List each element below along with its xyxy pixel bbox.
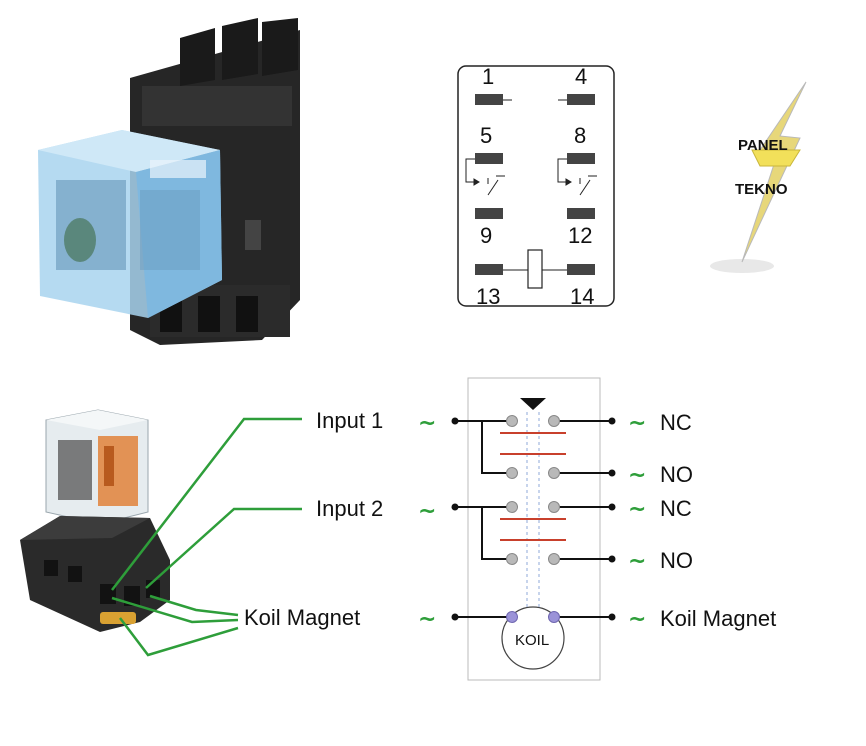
panel-tekno-logo: PANEL TEKNO: [710, 81, 807, 273]
no2-tilde: ~: [628, 549, 646, 574]
pin-13-label: 13: [476, 284, 500, 309]
pinout-diagram: 1 4 5 8 9 12: [457, 64, 615, 309]
pin-9-label: 9: [480, 223, 492, 248]
no1-tilde: ~: [628, 463, 646, 488]
pin-5-terminal: [475, 153, 503, 164]
pin-14-terminal: [567, 264, 595, 275]
koil-left-tilde: ~: [418, 607, 436, 632]
armature-arrow: [520, 398, 546, 410]
pin-14-label: 14: [570, 284, 594, 309]
input-2-tilde: ~: [418, 499, 436, 524]
pin-12-terminal: [567, 208, 595, 219]
koil-magnet-right-label: Koil Magnet: [660, 606, 776, 631]
logo-text-tekno: TEKNO: [735, 181, 788, 198]
pin-8-label: 8: [574, 123, 586, 148]
koil-right-tilde: ~: [628, 607, 646, 632]
pin-4-terminal: [567, 94, 595, 105]
pin-1-terminal: [475, 94, 503, 105]
switch-left-symbol: [465, 158, 505, 196]
input-1-tilde: ~: [418, 411, 436, 436]
no-1-label: NO: [660, 462, 693, 487]
nc1-tilde: ~: [628, 411, 646, 436]
switch-right-symbol: [557, 158, 597, 196]
pin-1-label: 1: [482, 64, 494, 89]
relay-on-din-socket-photo: [38, 18, 300, 345]
no-2-label: NO: [660, 548, 693, 573]
pin-9-terminal: [475, 208, 503, 219]
koil-magnet-left-label: Koil Magnet: [244, 605, 360, 630]
nc2-tilde: ~: [628, 497, 646, 522]
coil-label: KOIL: [515, 632, 549, 649]
coil-circle: [501, 606, 565, 670]
pin-12-label: 12: [568, 223, 592, 248]
pin-4-label: 4: [575, 64, 587, 89]
pin-5-label: 5: [480, 123, 492, 148]
input-1-label: Input 1: [316, 408, 383, 433]
logo-text-panel: PANEL: [738, 137, 788, 154]
pinout-frame: [457, 65, 615, 307]
pin-13-terminal: [475, 264, 503, 275]
relay-with-base-photo: [20, 409, 170, 632]
coil-symbol: [527, 249, 543, 289]
nc-1-label: NC: [660, 410, 692, 435]
pin-8-terminal: [567, 153, 595, 164]
relay-schematic: KOIL: [451, 377, 616, 681]
input-2-label: Input 2: [316, 496, 383, 521]
green-wires: [111, 417, 302, 657]
nc-2-label: NC: [660, 496, 692, 521]
